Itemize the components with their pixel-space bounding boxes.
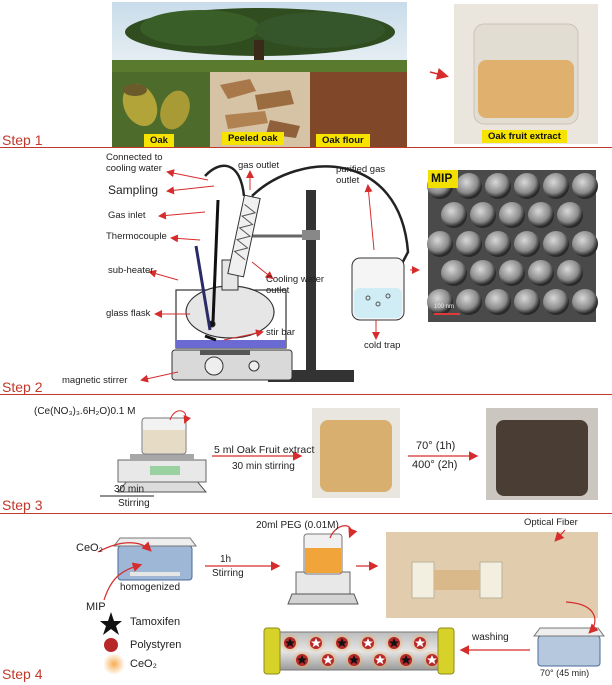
tamoxifen-marker — [363, 638, 373, 648]
tamoxifen-marker — [285, 638, 295, 648]
label-oak-extract-add: 5 ml Oak Fruit extract — [214, 444, 315, 456]
tamoxifen-marker — [427, 655, 437, 665]
label-oak: Oak — [144, 134, 174, 147]
mip-particle — [528, 202, 554, 228]
mip-sem-image — [427, 170, 598, 322]
mip-particle — [441, 260, 467, 286]
mip-particle — [514, 231, 540, 257]
legend-tamoxifen: Tamoxifen — [130, 616, 181, 628]
step-label-1: Step 1 — [2, 132, 43, 148]
mip-particle — [441, 202, 467, 228]
label-stirring-step4: Stirring — [212, 568, 244, 579]
tamoxifen-marker — [389, 638, 399, 648]
label-stirring-step3: Stirring — [118, 498, 150, 509]
label-30-min-stirring: 30 min stirring — [232, 461, 295, 472]
mip-particle — [572, 231, 598, 257]
mip-particle — [427, 231, 453, 257]
legend-polystyren: Polystyren — [130, 639, 182, 651]
step3-graphics — [116, 408, 598, 500]
label-glass-flask: glass flask — [106, 308, 151, 319]
label-optical-fiber: Optical Fiber — [524, 517, 578, 528]
label-gas-outlet: gas outlet — [238, 160, 280, 171]
mip-particle — [485, 289, 511, 315]
mip-particle — [572, 173, 598, 199]
step1-arrow — [429, 67, 449, 80]
label-cold-trap: cold trap — [364, 340, 401, 351]
mip-particle — [485, 173, 511, 199]
tamoxifen-marker — [401, 655, 411, 665]
step2-arrows — [140, 169, 420, 383]
mip-particle — [514, 289, 540, 315]
tamoxifen-marker — [311, 638, 321, 648]
label-oak-flour: Oak flour — [316, 134, 370, 147]
mip-particle — [427, 289, 453, 315]
label-cooling-water-in: Connected to cooling water — [106, 152, 163, 174]
label-wash-temp: 70° (45 min) — [540, 668, 590, 678]
tamoxifen-marker — [337, 638, 347, 648]
separator-step1 — [0, 147, 612, 148]
label-stir-bar: stir bar — [266, 327, 296, 338]
legend-ceo2: CeO₂ — [130, 658, 157, 670]
mip-particle — [528, 260, 554, 286]
step-label-3: Step 3 — [2, 497, 43, 513]
label-cooling-water-outlet: Cooling water outlet — [266, 274, 325, 296]
mip-particle — [543, 289, 569, 315]
label-peg: 20ml PEG (0.01M) — [256, 520, 339, 531]
label-sampling: Sampling — [108, 183, 159, 197]
mip-particle — [543, 173, 569, 199]
mip-particle — [514, 173, 540, 199]
tamoxifen-marker — [297, 655, 307, 665]
separator-step2 — [0, 394, 612, 395]
mip-particle — [499, 260, 525, 286]
mip-particle — [543, 231, 569, 257]
tamoxifen-marker — [375, 655, 385, 665]
step4-arrows — [97, 525, 599, 655]
mip-particle — [456, 173, 482, 199]
mip-particle — [557, 202, 583, 228]
label-1h: 1h — [220, 554, 232, 565]
label-peeled-oak: Peeled oak — [222, 132, 284, 145]
tamoxifen-marker — [323, 655, 333, 665]
mip-particle — [470, 260, 496, 286]
label-calcination-400: 400° (2h) — [412, 459, 458, 471]
label-cerium-nitrate: (Ce(NO₃)₃.6H₂O)0.1 M — [34, 406, 136, 417]
step-label-4: Step 4 — [2, 666, 43, 682]
label-sub-heater: sub-heater — [108, 265, 154, 276]
label-sem-scale: 100 nm — [434, 304, 455, 310]
mip-particle — [557, 260, 583, 286]
mip-particle — [572, 289, 598, 315]
label-mip-input: MIP — [86, 601, 106, 613]
mip-particle — [499, 202, 525, 228]
label-thermocouple: Thermocouple — [106, 231, 167, 242]
label-ceo2-input: CeO₂ — [76, 542, 103, 554]
label-gas-inlet: Gas inlet — [108, 210, 146, 221]
label-oak-fruit-extract: Oak fruit extract — [482, 130, 567, 143]
step2-apparatus — [171, 164, 410, 382]
label-purified-gas-outlet: purified gas outlet — [336, 164, 386, 186]
label-magnetic-stirrer: magnetic stirrer — [62, 375, 128, 386]
label-washing: washing — [472, 632, 509, 643]
label-homogenized: homogenized — [120, 582, 181, 593]
mip-particle — [470, 202, 496, 228]
mip-particle — [456, 289, 482, 315]
mip-particle — [485, 231, 511, 257]
separator-step3 — [0, 513, 612, 514]
label-time-30-min: 30 min — [114, 484, 145, 495]
step4-graphics — [100, 532, 605, 675]
label-mip-sem: MIP — [431, 171, 453, 185]
step-label-2: Step 2 — [2, 379, 43, 395]
label-calcination-70: 70° (1h) — [416, 440, 456, 452]
step1-photos — [112, 2, 598, 148]
tamoxifen-marker — [415, 638, 425, 648]
mip-particle — [456, 231, 482, 257]
tamoxifen-marker — [349, 655, 359, 665]
